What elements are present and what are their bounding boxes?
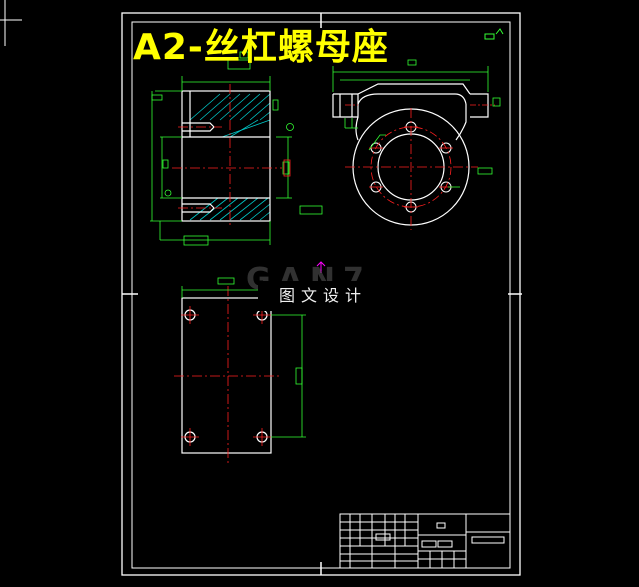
frame-center-marks: [122, 13, 522, 575]
title-block: [339, 513, 511, 569]
top-view: [174, 277, 306, 464]
section-hatch: [189, 93, 271, 221]
watermark-label: 图文设计: [258, 281, 388, 311]
drawing-title: A2-丝杠螺母座: [133, 27, 389, 68]
surface-finish-icon: [484, 28, 504, 40]
crosshair-icon: [0, 0, 22, 46]
side-view: [332, 59, 501, 230]
move-arrow-icon: [316, 261, 326, 273]
front-section-view: [150, 51, 323, 246]
